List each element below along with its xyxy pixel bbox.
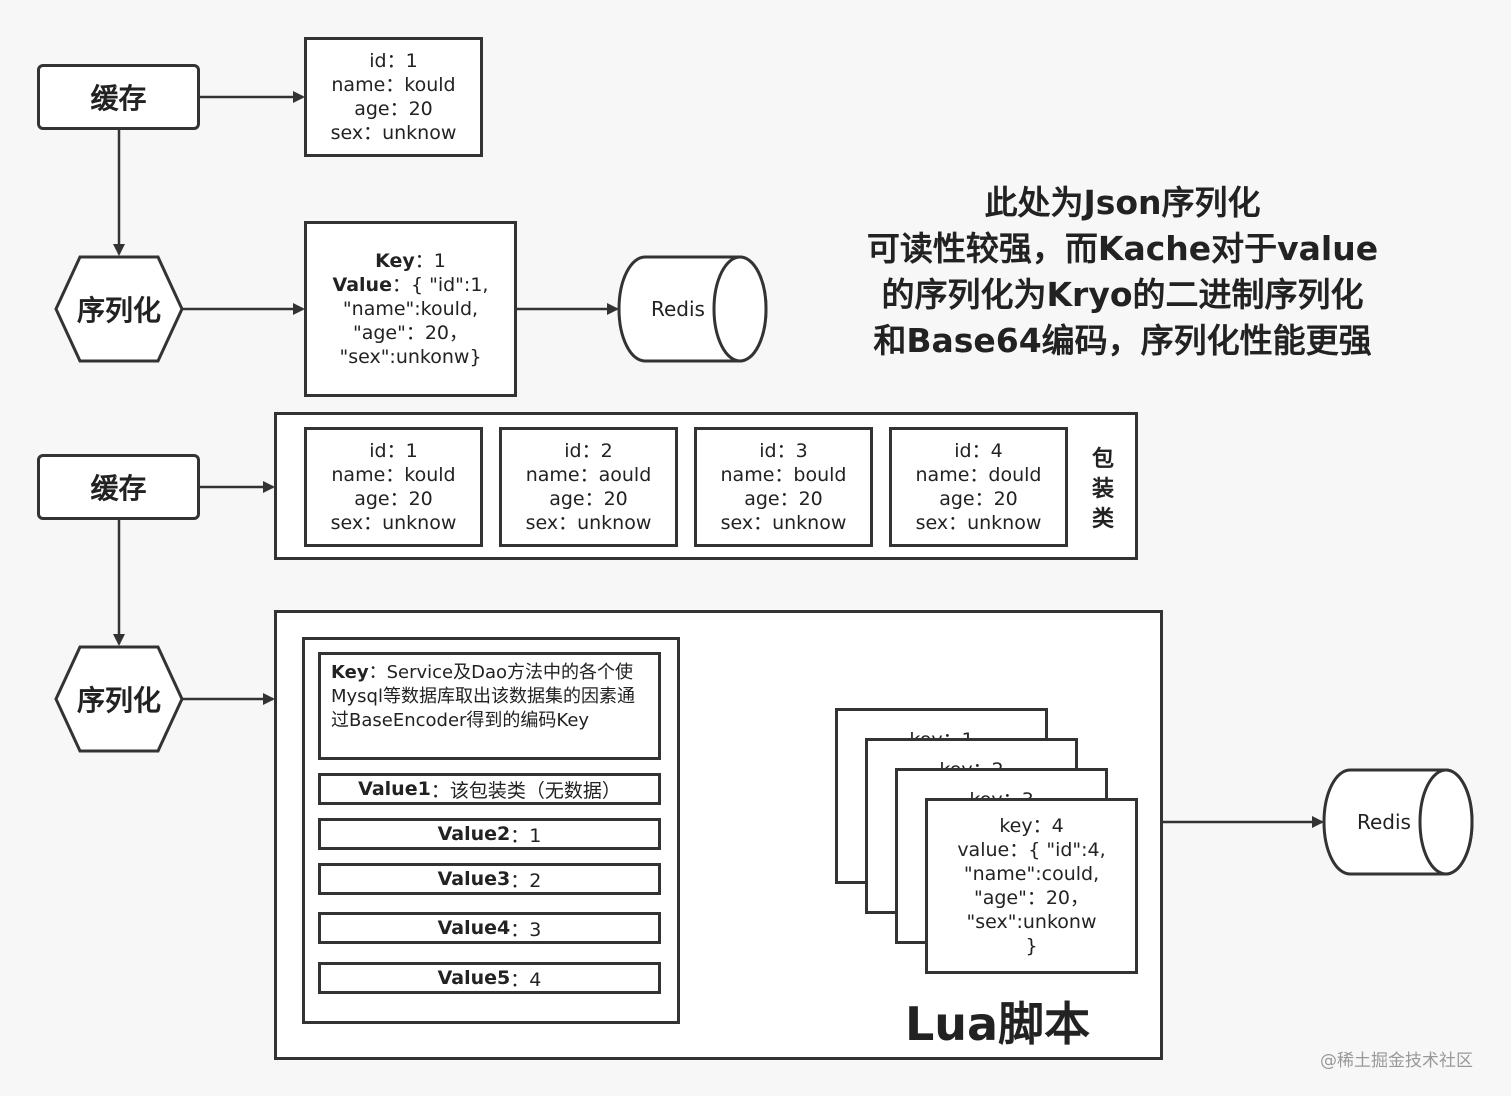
record-card-4: id：4 name：dould age：20 sex：unknow [889,427,1068,547]
json-key-line: Key：1 [375,250,446,272]
record-box: id：1 name：kould age：20 sex：unknow [304,37,483,157]
lua-script-label: Lua脚本 [905,997,1091,1051]
encoded-key-box: Key：Service及Dao方法中的各个使Mysql等数据库取出该数据集的因素… [318,652,661,760]
redis-label-top: Redis [651,297,705,321]
note-text: 此处为Json序列化 可读性较强，而Kache对于value 的序列化为Kryo… [866,183,1379,360]
serialize-label-2: 序列化 [76,684,161,717]
value-row-5: Value5：4 [318,962,661,994]
cache-box-2: 缓存 [37,454,200,520]
record-card-2: id：2 name：aould age：20 sex：unknow [499,427,678,547]
value-row-2: Value2：1 [318,818,661,850]
redis-cylinder-bottom [1322,768,1474,876]
serialize-label: 序列化 [76,294,161,327]
record-card-1: id：1 name：kould age：20 sex：unknow [304,427,483,547]
value-row-1: Value1：该包装类（无数据） [318,773,661,805]
watermark: @稀土掘金技术社区 [1320,1051,1473,1071]
json-box: Key：1 Value：{ "id":1, "name":kould, "age… [304,221,517,397]
serialize-hexagon [54,255,184,363]
value-row-4: Value4：3 [318,912,661,944]
cache-box: 缓存 [37,64,200,130]
value-row-3: Value3：2 [318,863,661,895]
wrapper-class-label: 包装类 [1091,447,1114,532]
redis-label-bottom: Redis [1357,810,1411,834]
json-value-line: Value：{ "id":1, [332,274,489,296]
stack-card-front: key：4 value：{ "id":4, "name":could, "age… [925,798,1138,974]
record-card-3: id：3 name：bould age：20 sex：unknow [694,427,873,547]
serialize-hexagon-2 [54,645,184,753]
redis-cylinder-top [617,255,768,363]
